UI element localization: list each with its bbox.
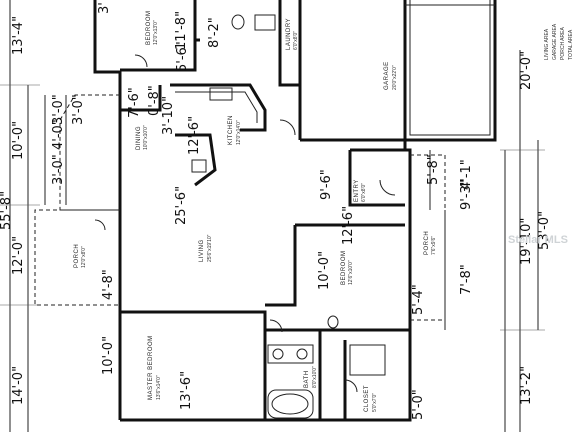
porch-outlines — [34, 94, 446, 321]
area-garage: GARAGE AREA — [552, 23, 558, 60]
area-porch: PORCH AREA — [560, 27, 566, 60]
dim-left-mid-3: 3'-0" — [51, 154, 66, 185]
label-dining: DINING — [136, 126, 142, 150]
dim-int-5: 25'-6" — [174, 186, 189, 225]
interior-walls — [120, 0, 410, 420]
dim-right-3: 53'-0" — [537, 211, 552, 250]
label-porch-left: PORCH — [74, 244, 80, 268]
label-master: MASTER BEDROOM — [148, 335, 154, 400]
dim-int-1: 11'-8" — [174, 11, 189, 50]
dim-left-mid-5: 4'-8" — [101, 269, 116, 300]
dim-int-9: 13'-6" — [179, 371, 194, 410]
dim-left-1: 13'-4" — [11, 16, 26, 55]
dim-int-12: 0'-8" — [147, 85, 162, 116]
label-closet: CLOSET — [364, 385, 370, 412]
area-living: LIVING AREA — [544, 28, 550, 60]
size-dining: 10'0"x10'0" — [143, 125, 149, 150]
label-living: LIVING — [199, 239, 205, 262]
size-laundry: 6'0"x8'0" — [293, 31, 299, 50]
dim-right-4: 13'-2" — [519, 366, 534, 405]
left-dimensions: 13'-4" 10'-0" 55'-8" 12'-0" 14'-0" 3'-0"… — [0, 16, 116, 405]
area-summary: LIVING AREA GARAGE AREA PORCH AREA TOTAL… — [544, 23, 574, 60]
dim-right-mid-5: 5'-4" — [411, 284, 426, 315]
dim-left-mid-1: 3'-0" — [51, 94, 66, 125]
label-kitchen: KITCHEN — [228, 115, 234, 145]
dim-left-mid-4: 3'-0" — [71, 94, 86, 125]
dim-right-mid-4: 7'-8" — [459, 264, 474, 295]
dim-int-6: 9'-6" — [319, 169, 334, 200]
label-entry: ENTRY — [354, 179, 360, 202]
size-garage: 20'0"x22'0" — [392, 65, 398, 90]
size-kitchen: 12'0"x14'0" — [236, 120, 242, 145]
dim-left-4: 12'-0" — [11, 236, 26, 275]
size-entry: 6'0"x8'0" — [361, 183, 367, 202]
dim-left-mid-2: 4'-0" — [51, 119, 66, 150]
size-bedroom-top: 12'0"x13'0" — [153, 20, 159, 45]
dim-int-10: 7'-6" — [127, 87, 142, 118]
label-porch-right: PORCH — [424, 231, 430, 255]
kitchen-counters — [170, 83, 267, 187]
room-labels: BEDROOM 12'0"x13'0" GARAGE 20'0"x22'0" K… — [74, 10, 437, 412]
dim-int-7: 12'-6" — [341, 206, 356, 245]
dim-int-2: 8'-2" — [207, 17, 222, 48]
dim-int-11: 3'-10" — [161, 96, 176, 135]
dim-left-2: 10'-0" — [11, 121, 26, 160]
label-laundry: LAUNDRY — [286, 18, 292, 50]
bath-fixtures — [231, 14, 386, 419]
dim-right-1: 20'-0" — [519, 51, 534, 90]
dim-right-mid-6: 5'-0" — [411, 389, 426, 420]
size-porch-left: 12'0"x8'0" — [81, 246, 87, 268]
exterior-walls — [93, 0, 497, 422]
dimension-lines — [0, 0, 545, 432]
dim-left-5: 14'-0" — [11, 366, 26, 405]
area-total: TOTAL AREA — [568, 29, 574, 60]
label-garage: GARAGE — [384, 61, 390, 90]
dim-int-13: 3' — [97, 2, 112, 14]
dim-right-mid-3: 9'-3" — [459, 179, 474, 210]
dim-right-2: 19'-10" — [519, 218, 534, 265]
size-living: 25'6"x19'10" — [207, 234, 213, 262]
size-bath: 8'0"x10'0" — [312, 366, 318, 388]
label-bath: BATH — [304, 370, 310, 388]
size-porch-right: 7'6"x9'6" — [431, 236, 437, 255]
dim-left-mid-6: 10'-0" — [101, 336, 116, 375]
size-closet: 5'0"x7'0" — [372, 393, 378, 412]
size-master: 13'6"x14'0" — [156, 375, 162, 400]
watermark: Stellar MLS — [508, 234, 568, 246]
right-dimensions: 20'-0" 19'-10" 53'-0" 13'-2" 5'-8" 4'-1"… — [411, 51, 552, 420]
dim-int-4: 12'-6" — [187, 116, 202, 155]
door-swings — [94, 54, 396, 393]
label-bedroom-mid: BEDROOM — [341, 250, 347, 285]
label-bedroom-top: BEDROOM — [146, 10, 152, 45]
interior-dimensions: 11'-8" 8'-2" 5'-6" 12'-6" 25'-6" 9'-6" 1… — [97, 2, 356, 410]
dim-right-mid-2: 4'-1" — [459, 159, 474, 190]
dim-right-mid-1: 5'-8" — [426, 154, 441, 185]
dim-left-3: 55'-8" — [0, 191, 14, 230]
dim-int-8: 10'-0" — [317, 251, 332, 290]
size-bedroom-mid: 12'6"x10'0" — [348, 260, 354, 285]
dim-int-3: 5'-6" — [175, 41, 190, 72]
